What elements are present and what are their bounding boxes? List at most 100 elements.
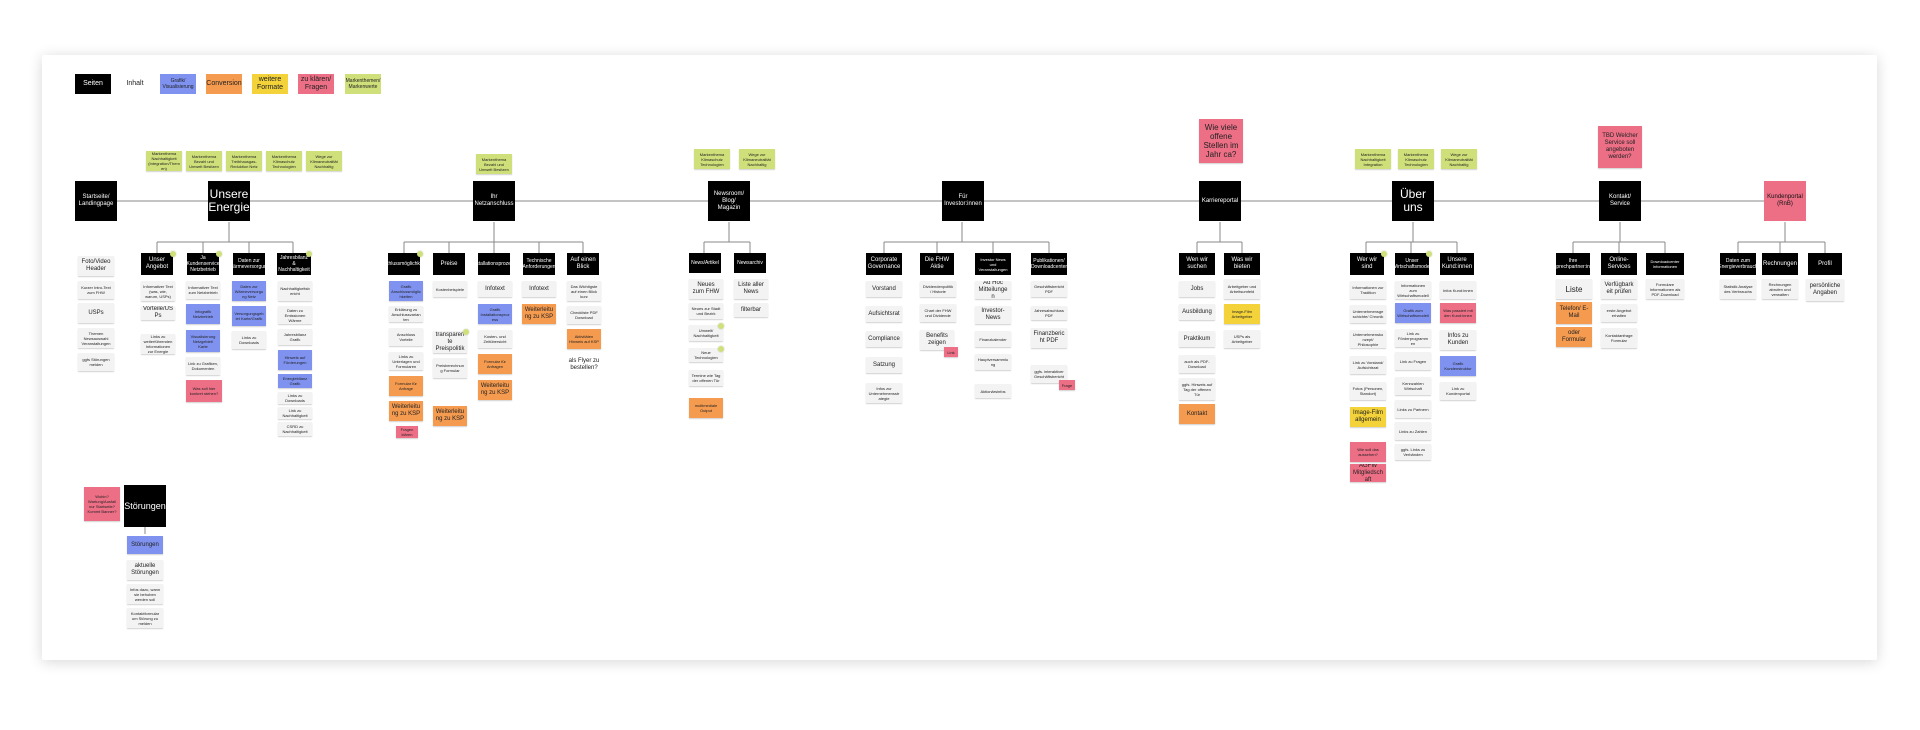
inv-content: Chart der FHW und Dividende <box>920 304 956 322</box>
legend-grafik: Grafik/ Visualisierung <box>160 74 196 94</box>
ueber-content: Grafik Kundenstruktur <box>1440 356 1476 376</box>
ueber-content: Link zu Fragen <box>1395 352 1431 370</box>
energie-content: Link zu Grafiken, Dokumenten <box>186 357 220 375</box>
ueber-content: Fotos (Personen, Standort) <box>1350 382 1386 400</box>
ueber-content: Link zu Kundenportal <box>1440 382 1476 400</box>
karr-content: Ausbildung <box>1179 304 1215 320</box>
ueber-content: Link zu Förderprogrammen <box>1395 329 1431 347</box>
ueber-question: Wie soll das aussehen? <box>1350 442 1386 462</box>
energie-content: Energiebilanz Grafik <box>278 374 312 388</box>
ueber-content: Informationen zur Tradition <box>1350 281 1386 299</box>
ueber-content: Kennzahlen Wirtschaft <box>1395 377 1431 395</box>
news-subpage-artikel[interactable]: News/Artikel <box>689 253 721 273</box>
page-kontakt-service[interactable]: Kontakt/ Service <box>1599 181 1641 221</box>
inv-content: Geschäftsbericht PDF <box>1031 281 1067 297</box>
netz-content: Infotext <box>478 281 512 297</box>
kontakt-conversion: Telefon/ E-Mail <box>1556 302 1592 324</box>
kontakt-subpage-online[interactable]: Online-Services <box>1601 253 1637 275</box>
energie-subpage-angebot[interactable]: Unser Angebot <box>141 253 173 275</box>
netz-conversion: Weiterleitung zu KSP <box>478 380 512 400</box>
ueber-subpage-kunden[interactable]: Unsere Kund:innen <box>1440 253 1474 275</box>
netz-content: Anschluss Vorteile <box>389 328 423 346</box>
ueber-content: Unternehmenskonzept/ Philosophie <box>1350 330 1386 348</box>
karr-subpage-suchen[interactable]: Wen wir suchen <box>1179 253 1215 275</box>
netz-content: Checkliste PDF Download <box>567 306 601 324</box>
inv-subpage-governance[interactable]: Corporate Governance <box>866 253 902 275</box>
green-marker-dot <box>1381 251 1387 257</box>
ueber-content: Links zu Partnern <box>1395 400 1431 418</box>
netz-question: Fragen klären <box>396 426 418 438</box>
karr-content: auch als PDF-Download <box>1179 355 1215 373</box>
inv-content: Finanzkalender <box>975 331 1011 347</box>
green-marker-dot <box>1426 251 1432 257</box>
inv-content: Dividendenpolitik / Historie <box>920 281 956 297</box>
netz-content: transparente Preispolitik <box>433 331 467 353</box>
energie-top-note: Markenthema Bezahl und Umwelt Besitzen <box>186 151 222 171</box>
news-subpage-archiv[interactable]: Newsarchiv <box>734 253 766 273</box>
page-kundenportal[interactable]: Kundenportal (RnB) <box>1764 181 1806 221</box>
kontakt-subpage-download[interactable]: Downloadcenter Informationen <box>1646 253 1684 275</box>
legend-conversion: Conversion <box>206 74 242 94</box>
inv-content: Finanzbericht PDF <box>1031 328 1067 348</box>
ueber-subpage-wer[interactable]: Wer wir sind <box>1350 253 1384 275</box>
green-marker-dot <box>718 323 724 329</box>
news-content: Neues zur Stadt und Bezirk <box>689 303 723 319</box>
newsroom-top-note: Wege zur Klimaneutralität Nachhaltig <box>739 149 775 169</box>
netz-subpage-anschluss[interactable]: Anschlussmöglichkeiten <box>377 253 431 275</box>
inv-subpage-aktie[interactable]: Die FHW Aktie <box>920 253 954 275</box>
kontakt-content: Formulare Informationen als PDF-Download <box>1646 279 1684 299</box>
netz-content: Links zu Unterlagen und Formularen <box>389 352 423 370</box>
page-unsere-energie[interactable]: Unsere Energie <box>208 181 250 221</box>
inv-content: Aktionärsinfos <box>975 384 1011 398</box>
ueber-subpage-modell[interactable]: Unser Wirtschaftsmodell <box>1392 253 1432 275</box>
netz-subpage-technik[interactable]: Technische Anforderungen <box>522 253 556 275</box>
startseite-item: USPs <box>78 303 114 323</box>
page-ueber-uns[interactable]: Über uns <box>1392 181 1434 221</box>
energie-content: Nachhaltigkeitsbericht <box>278 281 312 301</box>
page-netzanschluss[interactable]: Ihr Netzanschluss <box>473 181 515 221</box>
karr-subpage-bieten[interactable]: Was wir bieten <box>1224 253 1260 275</box>
page-stoerungen[interactable]: Störungen <box>124 485 166 527</box>
ueber-content: Grafik zum Wirtschaftsmodell <box>1395 303 1431 323</box>
news-content: Neue Technologien <box>689 348 723 362</box>
netz-subpage-preise[interactable]: Preise <box>433 253 465 275</box>
energie-content: Links zu weiterführenden Informationen z… <box>141 334 175 354</box>
portal-subpage-profil[interactable]: Profil <box>1808 253 1842 275</box>
portal-subpage-rechnungen[interactable]: Rechnungen <box>1762 253 1798 275</box>
ueber-question: AGFW Mitgliedschaft <box>1350 464 1386 482</box>
netz-subpage-blick[interactable]: Auf einen Blick <box>567 253 599 275</box>
netzanschluss-top-note: Markenthema Bezahl und Umwelt Besitzen <box>476 154 512 174</box>
kontakt-subpage-ansprech[interactable]: Ihre Ansprechpartner:innen <box>1548 253 1598 275</box>
netz-conversion: Aktivitäten Hinweis auf KSP <box>567 329 601 349</box>
inv-content: Ad Hoc Mitteilungen <box>975 281 1011 299</box>
energie-top-note: Markenthema Treibhausgas-Reduktion Netz <box>226 151 262 171</box>
page-karriereportal[interactable]: Karriereportal <box>1199 181 1241 221</box>
energie-subpage-netzbetrieb[interactable]: Ja Kundenservice Netzbetrieb <box>186 253 220 275</box>
news-content: Umwelt/ Nachhaltigkeit <box>689 325 723 341</box>
inv-subpage-news[interactable]: Investor News und Veranstaltungen <box>975 253 1011 275</box>
energie-subpage-waerme[interactable]: Daten zur Wärmeversorgung <box>228 253 270 275</box>
portal-content: Rechnungen abrufen und verwalten <box>1762 279 1798 299</box>
ueber-content: ggfs. Links zu Verbänden <box>1395 444 1431 460</box>
karr-content: Jobs <box>1179 281 1215 297</box>
inv-content: Compliance <box>866 331 902 347</box>
kontakt-content: Verfügbarkeit prüfen <box>1601 279 1637 299</box>
kontakt-content: Kontaktanfrage Formular <box>1601 328 1637 348</box>
energie-top-note: Markenthema Nachhaltigkeit (Integration/… <box>146 151 182 171</box>
karr-conversion: Kontakt <box>1179 404 1215 424</box>
inv-subpage-publikationen[interactable]: Publikationen/ Downloadcenter <box>1031 253 1067 275</box>
karr-content: ggfs. Hinweis auf Tag der offenen Tür <box>1179 378 1215 400</box>
page-newsroom[interactable]: Newsroom/ Blog/ Magazin <box>708 181 750 221</box>
netz-subpage-installation[interactable]: Installationsprozess <box>472 253 516 275</box>
karr-content: Arbeitgeber und Arbeitsumfeld <box>1224 279 1260 299</box>
page-startseite[interactable]: Startseite/ Landingpage <box>75 181 117 221</box>
karr-content: Praktikum <box>1179 331 1215 347</box>
energie-subpage-nachhaltigkeit[interactable]: Jahresbilanz & Nachhaltigkeit <box>277 253 311 275</box>
inv-content: Aufsichtsrat <box>866 306 902 322</box>
inv-content: Hauptversammlung <box>975 354 1011 370</box>
ueber-content: Links zu Zahlen <box>1395 422 1431 440</box>
page-investoren[interactable]: Für Investor:innen <box>942 181 984 221</box>
portal-subpage-daten[interactable]: Daten zum Energieverbrauch <box>1718 253 1758 275</box>
portal-content: Statistik Analyse des Verbrauchs <box>1720 279 1756 299</box>
legend-markenthemen: Markenthemen/ Markenwerte <box>345 74 381 94</box>
